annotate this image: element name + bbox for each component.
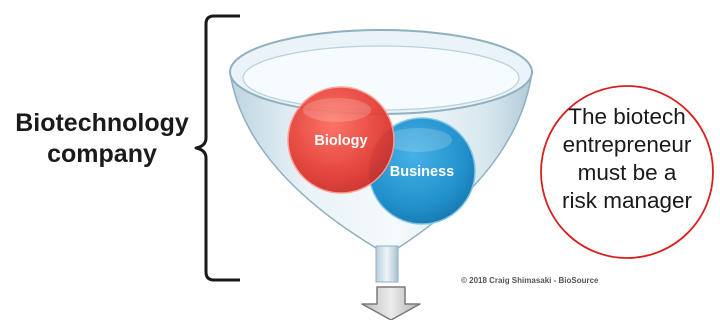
company-label: Biotechnology company xyxy=(4,108,200,170)
company-label-line1: Biotechnology xyxy=(15,109,189,137)
callout-line-2: entrepreneur xyxy=(562,132,692,157)
funnel-outline xyxy=(229,71,533,249)
callout-line-3: must be a xyxy=(577,160,677,185)
business-circle: Business xyxy=(368,117,476,225)
callout-line-1: The biotech xyxy=(568,104,686,129)
callout-line-4: risk manager xyxy=(561,188,693,213)
company-label-line2: company xyxy=(47,140,157,168)
biology-circle: Biology xyxy=(287,86,395,194)
down-arrow-icon xyxy=(361,286,421,320)
bracket xyxy=(194,14,240,282)
biology-label: Biology xyxy=(314,133,367,149)
funnel-rim-inner xyxy=(242,45,520,111)
funnel-stem xyxy=(375,245,399,283)
business-label: Business xyxy=(390,164,454,180)
copyright-notice: © 2018 Craig Shimasaki - BioSource xyxy=(461,276,599,285)
callout-text: The biotech entrepreneur must be a risk … xyxy=(540,103,714,215)
callout-circle xyxy=(540,85,714,259)
